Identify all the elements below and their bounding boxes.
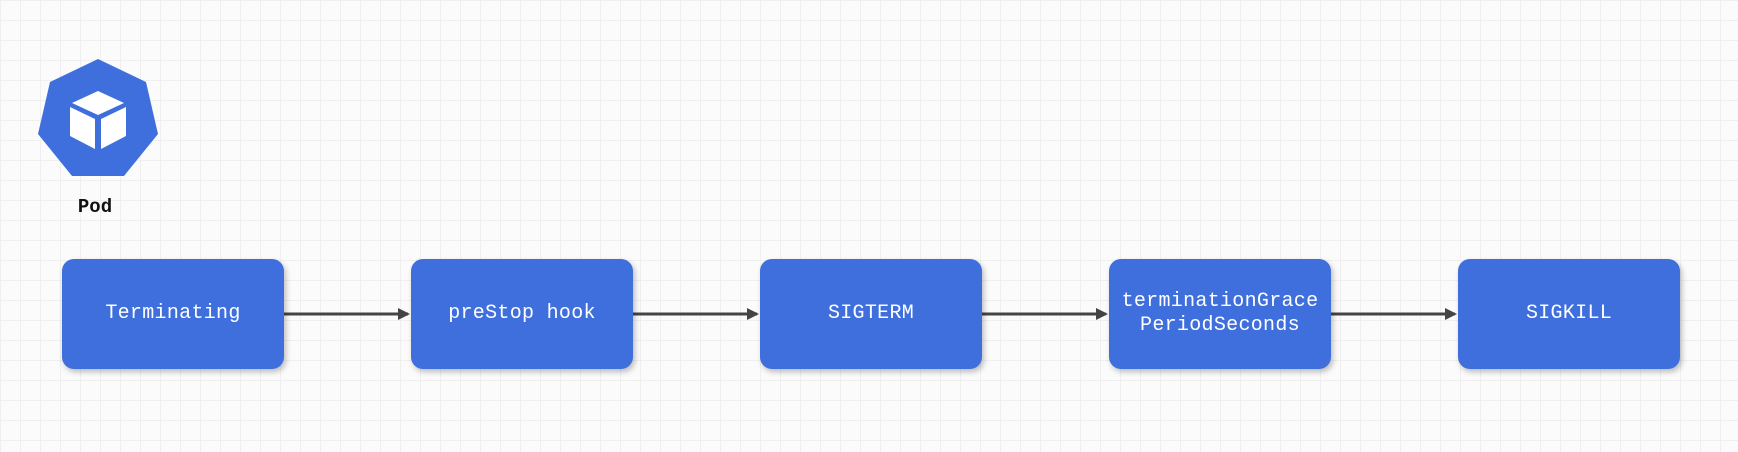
pod-label: Pod	[77, 196, 113, 218]
stage-label: preStop hook	[448, 302, 596, 325]
stage-label: Terminating	[105, 302, 241, 325]
stage-label: SIGKILL	[1525, 302, 1613, 325]
stage-label: SIGTERM	[827, 302, 915, 325]
stage-terminating: Terminating	[62, 259, 284, 369]
stage-termination-grace-period: terminationGrace PeriodSeconds	[1109, 259, 1331, 369]
stage-sigkill: SIGKILL	[1458, 259, 1680, 369]
stage-prestop-hook: preStop hook	[411, 259, 633, 369]
stage-sigterm: SIGTERM	[760, 259, 982, 369]
kubernetes-pod-icon	[38, 59, 158, 176]
stage-label: terminationGrace PeriodSeconds	[1121, 290, 1319, 337]
